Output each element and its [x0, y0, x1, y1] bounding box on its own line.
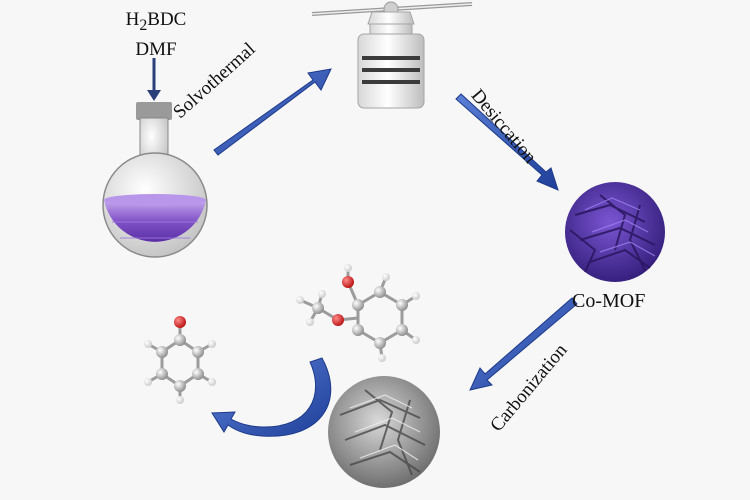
- co-mof-label: Co-MOF: [572, 290, 646, 312]
- solvothermal-arrow: [213, 68, 332, 156]
- reagent-dmf: DMF: [135, 38, 177, 60]
- desiccation-arrow: [455, 93, 559, 191]
- carbonization-arrow: [469, 297, 578, 391]
- reagent-h2bdc: H2BDC: [125, 9, 187, 34]
- phenol-molecule: [144, 316, 216, 404]
- carbon-product-crystal: [328, 376, 440, 488]
- flask-icon: [102, 102, 208, 258]
- co-mof-crystal: [565, 182, 665, 282]
- reagent-arrow: [147, 58, 161, 101]
- autoclave-icon: [311, 1, 473, 109]
- conversion-arrow: [211, 357, 332, 437]
- guaiacol-molecule: [296, 264, 420, 362]
- reagents-label: H2BDC DMF: [116, 8, 196, 62]
